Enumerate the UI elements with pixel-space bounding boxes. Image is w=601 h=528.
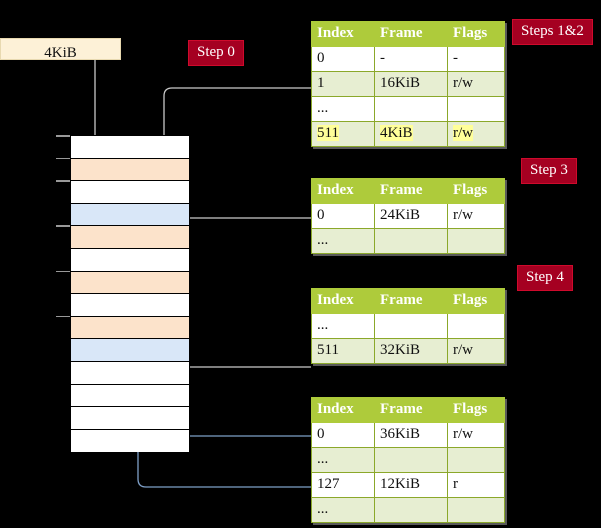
cell-flags xyxy=(447,96,505,122)
column-header-frame: Frame xyxy=(374,21,448,47)
memory-frame-row xyxy=(71,407,189,430)
memory-row-tick xyxy=(56,135,70,137)
link-table2-to-memory xyxy=(179,314,311,368)
highlighted-value: r/w xyxy=(453,125,473,141)
cell-frame: 16KiB xyxy=(374,71,448,97)
link-table1-to-memory xyxy=(171,217,311,256)
cell-index: 0 xyxy=(311,46,375,72)
table-row: ... xyxy=(311,447,505,473)
highlighted-value: 4KiB xyxy=(380,125,413,141)
cell-flags: r/w xyxy=(447,203,505,229)
badge-step-3: Step 3 xyxy=(521,158,577,184)
memory-frame-row xyxy=(71,136,189,159)
cell-flags: r/w xyxy=(447,338,505,364)
column-header-index: Index xyxy=(311,21,375,47)
cell-frame: 12KiB xyxy=(374,472,448,498)
cell-frame: 4KiB xyxy=(374,121,448,147)
table-row: 511 4KiB r/w xyxy=(311,121,505,147)
memory-row-tick xyxy=(56,315,70,318)
cell-index: ... xyxy=(311,313,375,339)
cell-flags: r/w xyxy=(447,422,505,448)
column-header-index: Index xyxy=(311,178,375,204)
cell-index: ... xyxy=(311,228,375,254)
cell-flags xyxy=(447,228,505,254)
column-header-index: Index xyxy=(311,288,375,314)
cell-frame xyxy=(374,96,448,122)
column-header-frame: Frame xyxy=(374,288,448,314)
cell-index: 127 xyxy=(311,472,375,498)
cell-index: 511 xyxy=(311,338,375,364)
column-header-index: Index xyxy=(311,397,375,423)
cell-index: 511 xyxy=(311,121,375,147)
memory-frame-row xyxy=(71,203,189,227)
cell-frame xyxy=(374,228,448,254)
cell-index: 1 xyxy=(311,71,375,97)
cell-index: ... xyxy=(311,497,375,523)
cell-frame: 36KiB xyxy=(374,422,448,448)
table-row: ... xyxy=(311,497,505,523)
table-row: ... xyxy=(311,228,505,254)
memory-frame-row xyxy=(71,248,189,272)
cell-flags xyxy=(447,447,505,473)
cell-frame: 24KiB xyxy=(374,203,448,229)
cell-flags: r/w xyxy=(447,71,505,97)
memory-frame-row xyxy=(71,361,189,385)
column-header-frame: Frame xyxy=(374,178,448,204)
highlighted-value: 511 xyxy=(317,125,339,141)
link-table0-to-memory xyxy=(163,87,311,182)
memory-row-tick xyxy=(56,157,70,160)
cell-index: ... xyxy=(311,447,375,473)
table-row: 0-- xyxy=(311,46,505,72)
link-table3-r127-to-memory xyxy=(137,211,311,488)
memory-frame-row xyxy=(71,158,189,182)
column-header-flags: Flags xyxy=(447,288,505,314)
cell-frame xyxy=(374,497,448,523)
table-row: ... xyxy=(311,96,505,122)
cell-frame xyxy=(374,447,448,473)
memory-frame-row xyxy=(71,384,189,408)
cell-flags: r/w xyxy=(447,121,505,147)
table-row: ... xyxy=(311,313,505,339)
cell-flags xyxy=(447,313,505,339)
cell-flags xyxy=(447,497,505,523)
memory-frame-row xyxy=(71,294,189,317)
cell-index: ... xyxy=(311,96,375,122)
cell-flags: r xyxy=(447,472,505,498)
column-header-flags: Flags xyxy=(447,178,505,204)
cell-index: 0 xyxy=(311,203,375,229)
memory-frame-row xyxy=(71,429,189,453)
cell-frame: 32KiB xyxy=(374,338,448,364)
cell-index: 0 xyxy=(311,422,375,448)
memory-row-tick xyxy=(56,180,70,182)
memory-frame-row xyxy=(71,339,189,362)
page-size-box: 4KiB xyxy=(0,38,121,61)
badge-step-4: Step 4 xyxy=(517,265,573,291)
badge-steps-1-2: Steps 1&2 xyxy=(512,19,593,45)
memory-row-tick xyxy=(56,225,70,227)
memory-row-tick xyxy=(56,270,70,273)
badge-step-0: Step 0 xyxy=(188,40,244,66)
column-header-flags: Flags xyxy=(447,397,505,423)
cell-frame xyxy=(374,313,448,339)
memory-frame-row xyxy=(71,271,189,295)
cell-frame: - xyxy=(374,46,448,72)
column-header-flags: Flags xyxy=(447,21,505,47)
cell-flags: - xyxy=(447,46,505,72)
memory-frame-row xyxy=(71,181,189,204)
memory-frame-row xyxy=(71,226,189,249)
physical-memory-column xyxy=(70,135,190,453)
column-header-frame: Frame xyxy=(374,397,448,423)
memory-frame-row xyxy=(71,316,189,340)
page-size-label: 4KiB xyxy=(44,45,77,61)
